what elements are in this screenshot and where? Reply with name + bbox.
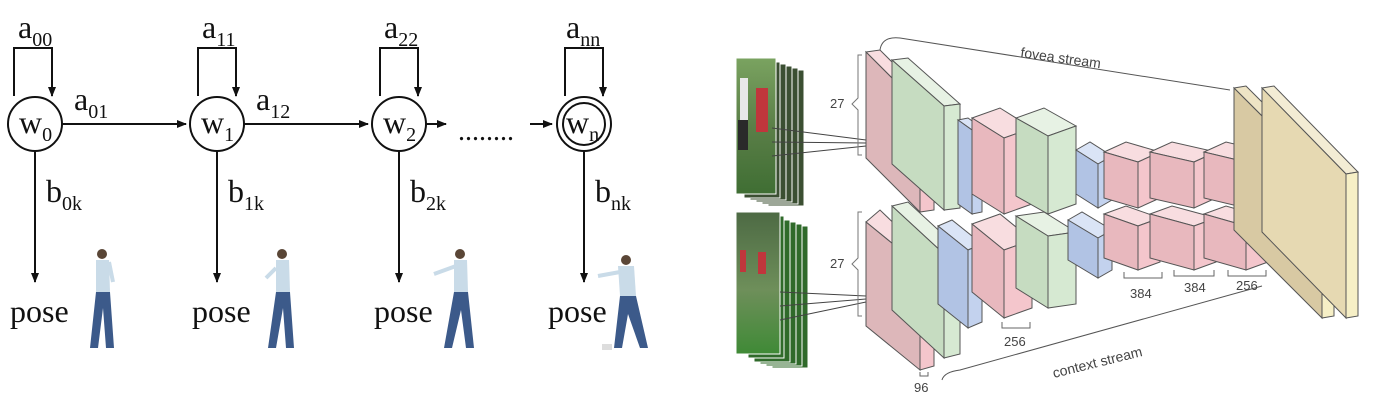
context-norm2-block [1014,211,1078,309]
self-loop-arrow-n [564,47,607,97]
dim-brace-384a [1123,272,1163,279]
pose-label-0: pose [10,293,69,329]
transition-label-12: a12 [256,81,290,123]
state-label-1: w1 [201,104,234,146]
hmm-state-0: a00 w0 b0k pose [7,9,115,348]
emission-label-1: b1k [228,173,264,215]
pose-figure-1 [264,249,294,348]
ellipsis: ........ [458,116,514,147]
dim-brace-256a [1001,322,1031,329]
fovea-stream-bracket [879,37,1231,91]
emission-label-2: b2k [410,173,446,215]
self-transition-label-2: a22 [384,9,418,51]
self-loop-arrow-2 [379,47,422,97]
context-size-label: 27 [830,256,844,271]
dim-label-384a: 384 [1130,286,1152,301]
transition-label-01: a01 [74,81,108,123]
dim-brace-384b [1173,270,1215,277]
state-node-n-inner [562,102,606,146]
context-input-frames [735,211,809,369]
self-loop-arrow-0 [13,47,56,97]
context-stream-label: context stream [1051,343,1144,381]
pose-label-1: pose [192,293,251,329]
self-transition-label-0: a00 [18,9,52,51]
dim-brace-256b [1227,270,1267,277]
dim-label-384b: 384 [1184,280,1206,295]
fc-layer-2 [1260,85,1360,320]
fovea-projection-lines [771,127,867,157]
emission-label-n: bnk [595,173,631,215]
dim-label-256a: 256 [1004,334,1026,349]
fovea-stream-label: fovea stream [1020,44,1102,71]
fovea-input-frames [735,57,805,207]
pose-figure-n [597,255,648,350]
hmm-state-2: a22 w2 b2k pose [371,9,474,348]
fovea-norm2-block [1014,107,1078,215]
pose-figure-2 [433,249,474,348]
context-projection-lines [779,291,867,321]
hmm-diagram: a00 w0 b0k pose a01 a11 w1 b1k pose [7,9,648,350]
self-transition-label-n: ann [566,9,600,51]
self-transition-label-1: a11 [202,9,235,51]
fovea-size-label: 27 [830,96,844,111]
pose-label-n: pose [548,293,607,329]
hmm-state-n: ann wn bnk pose [548,9,648,350]
dim-label-96: 96 [914,380,928,395]
emission-label-0: b0k [46,173,82,215]
cnn-diagram: fovea stream context stream [735,37,1360,395]
state-label-0: w0 [19,104,52,146]
self-loop-arrow-1 [197,47,240,97]
hmm-state-1: a11 w1 b1k pose [189,9,294,348]
fovea-size-brace [851,54,862,156]
pose-label-2: pose [374,293,433,329]
fovea-norm1-block [890,57,962,212]
dim-brace-96 [919,372,929,377]
context-pool2-block [1067,211,1113,279]
state-label-2: w2 [383,104,416,146]
context-stream-bracket [941,285,1263,381]
pose-figure-0 [90,249,115,348]
context-size-brace [851,211,862,317]
state-label-n: wn [566,104,599,146]
dim-label-256b: 256 [1236,278,1258,293]
